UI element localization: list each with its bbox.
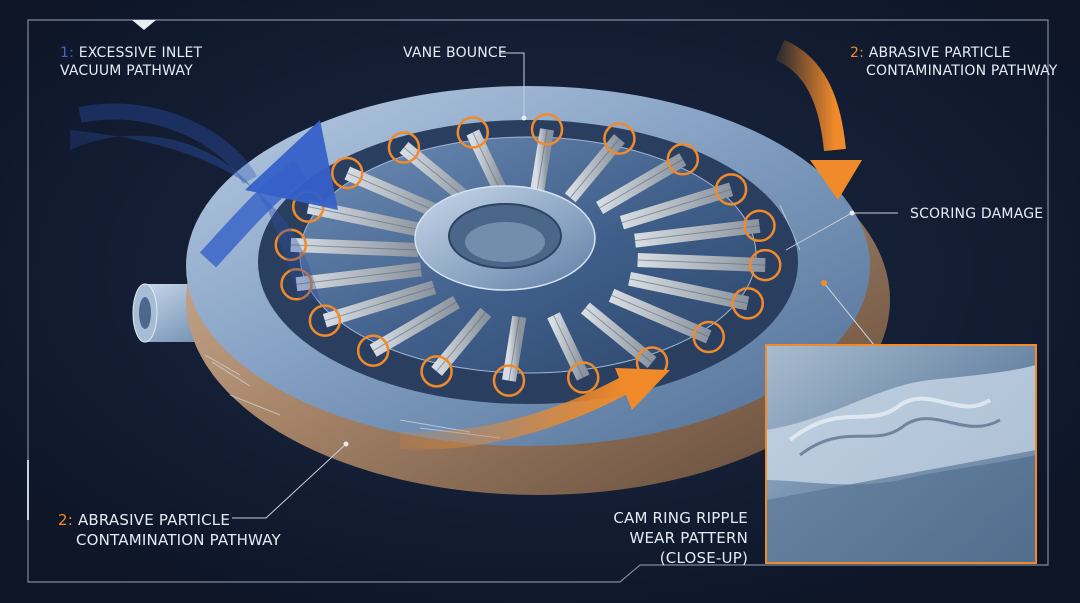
wear-marker-group: [274, 113, 782, 397]
vane-edge: [553, 315, 584, 378]
label-abrasive-bottom: 2: ABRASIVE PARTICLE CONTAMINATION PATHW…: [58, 510, 281, 550]
wear-circle-icon: [566, 361, 600, 394]
wear-circle-icon: [420, 355, 453, 388]
label-scoring-damage: SCORING DAMAGE: [910, 205, 1043, 223]
outer-frame: [27, 19, 1049, 583]
label-inlet-line2: VACUUM PATHWAY: [60, 63, 193, 79]
frame-notch-icon: [132, 20, 156, 30]
label-abrasive-top-line1: ABRASIVE PARTICLE: [868, 45, 1011, 61]
vane-edge: [536, 129, 548, 194]
label-abrasive-bottom-line1: ABRASIVE PARTICLE: [77, 511, 231, 529]
label-closeup-line3: (CLOSE-UP): [659, 549, 748, 567]
wear-circle-icon: [731, 287, 765, 320]
wear-circle-icon: [666, 143, 700, 176]
wear-circle-icon: [692, 320, 726, 354]
wear-circle-icon: [748, 248, 782, 282]
blue-flow-arrow-icon: [70, 103, 338, 300]
label-closeup-line2: WEAR PATTERN: [629, 529, 748, 547]
vane-edge: [569, 138, 620, 199]
wear-circle-icon: [743, 209, 776, 243]
vane-edge: [296, 268, 422, 285]
wear-circle-icon: [530, 113, 564, 146]
label-scoring-text: SCORING DAMAGE: [910, 206, 1044, 222]
vane-edge: [611, 294, 709, 338]
vane-edge: [347, 172, 445, 216]
label-abrasive-bottom-number: 2:: [58, 511, 73, 529]
vane-edge: [436, 311, 487, 372]
vane-edge: [324, 286, 435, 322]
wear-circle-icon: [308, 304, 342, 337]
vane-edge: [508, 316, 520, 381]
label-abrasive-top-line2: CONTAMINATION PATHWAY: [866, 63, 1058, 79]
label-inlet-line1: EXCESSIVE INLET: [78, 45, 203, 61]
label-vane-bounce-text: VANE BOUNCE: [403, 45, 507, 61]
vane-edge: [621, 188, 732, 224]
closeup-inset: [765, 344, 1037, 564]
label-vane-bounce: VANE BOUNCE: [403, 44, 507, 62]
wear-circle-icon: [456, 116, 490, 149]
wear-circle-icon: [603, 122, 636, 155]
vane-edge: [637, 259, 766, 266]
wear-circle-icon: [492, 364, 526, 397]
orange-flow-arrow-icon: [775, 39, 862, 200]
wear-circle-icon: [330, 156, 364, 190]
vane-edge: [629, 278, 748, 304]
wear-circle-icon: [387, 131, 421, 164]
vane-edge: [472, 132, 503, 195]
label-closeup-line1: CAM RING RIPPLE: [613, 509, 748, 527]
wear-circle-icon: [714, 173, 748, 206]
label-abrasive-bottom-line2: CONTAMINATION PATHWAY: [76, 531, 281, 549]
label-inlet-vacuum: 1: EXCESSIVE INLET VACUUM PATHWAY: [60, 44, 202, 80]
label-abrasive-top: 2: ABRASIVE PARTICLE CONTAMINATION PATHW…: [850, 44, 1058, 80]
label-closeup: CAM RING RIPPLE WEAR PATTERN (CLOSE-UP): [613, 508, 748, 568]
label-inlet-number: 1:: [60, 45, 75, 61]
vane-edge: [290, 244, 419, 251]
wear-circle-icon: [356, 334, 390, 367]
vane-group: [290, 128, 766, 382]
vane-edge: [634, 225, 760, 242]
vane-edge: [308, 206, 427, 232]
orange-flow-arrow-icon: [399, 368, 670, 450]
label-abrasive-top-number: 2:: [850, 45, 865, 61]
